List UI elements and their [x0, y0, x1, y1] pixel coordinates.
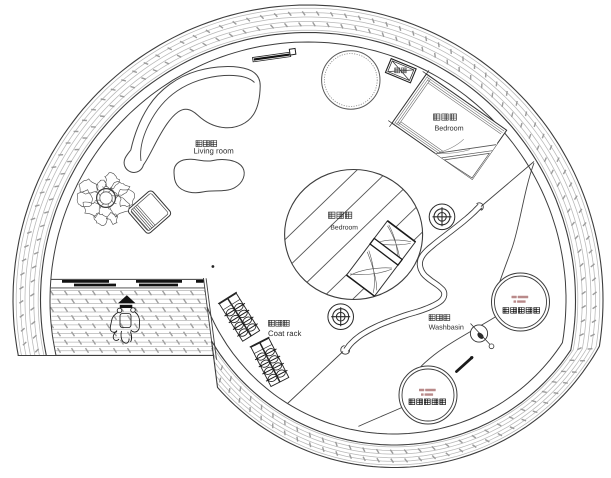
svg-text:Bedroom: Bedroom [435, 124, 464, 133]
svg-text:Living room: Living room [194, 147, 234, 156]
svg-text:Coat rack: Coat rack [268, 329, 301, 338]
svg-text:Bedroom: Bedroom [330, 225, 358, 232]
svg-text:Washbasin: Washbasin [429, 323, 464, 332]
